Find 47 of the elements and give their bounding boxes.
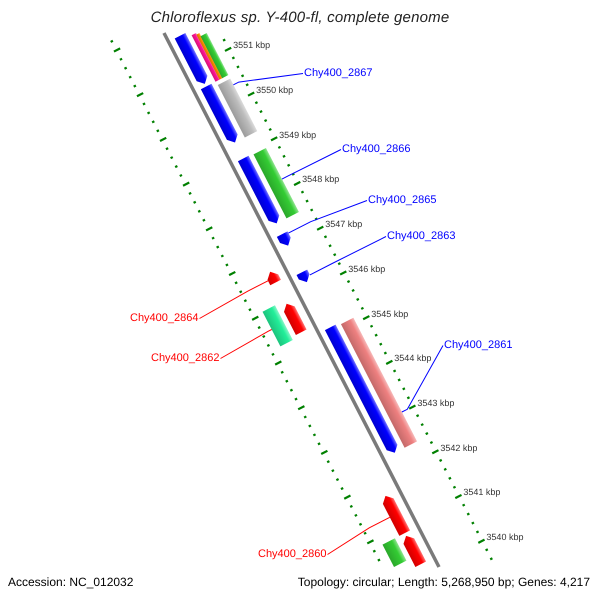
gene-feature: [218, 78, 258, 138]
scale-label: 3546 kbp: [348, 264, 386, 274]
cds-feature: [404, 536, 426, 567]
leader-line: [199, 280, 268, 319]
gene-feature: [254, 148, 299, 218]
leader-line: [327, 516, 390, 555]
cds-feature: [284, 304, 307, 335]
gene-label: Chy400_2864: [130, 312, 199, 325]
diagram-title: Chloroflexus sp. Y-400-fl, complete genome: [150, 9, 450, 27]
genome-stats-label: Topology: circular; Length: 5,268,950 bp; Genes: 4,217: [298, 575, 590, 589]
scale-label: 3548 kbp: [302, 175, 340, 184]
scale-label: 3541 kbp: [463, 488, 500, 498]
gene-label: Chy400_2865: [368, 194, 437, 207]
gene-label: Chy400_2862: [151, 352, 220, 365]
gene-label: Chy400_2866: [342, 143, 411, 156]
accession-label: Accession: NC_012032: [8, 575, 134, 589]
leader-line: [309, 236, 386, 276]
leader-line: [232, 73, 304, 86]
scale-label: 3549 kbp: [279, 130, 316, 140]
scale-label: 3543 kbp: [417, 399, 454, 408]
cds-feature: [276, 231, 291, 246]
scale-label: 3542 kbp: [440, 444, 478, 453]
cds-feature: [174, 33, 208, 84]
scale-label: 3551 kbp: [233, 41, 270, 50]
cds-feature: [200, 84, 238, 143]
leader-line: [282, 149, 342, 180]
leader-line: [220, 329, 272, 359]
leader-line: [288, 200, 368, 234]
gene-feature: [382, 538, 406, 567]
cds-feature: [238, 156, 280, 224]
gene-label: Chy400_2860: [258, 548, 327, 561]
gene-label: Chy400_2867: [304, 67, 373, 80]
scale-label: 3540 kbp: [486, 533, 524, 542]
gene-feature: [200, 33, 228, 78]
gene-feature: [262, 305, 293, 346]
gene-label: Chy400_2861: [444, 339, 513, 352]
gene-feature: [192, 33, 220, 82]
cds-feature: [382, 496, 410, 536]
scale-label: 3547 kbp: [325, 220, 362, 230]
gene-feature: [340, 318, 418, 448]
gene-label: Chy400_2863: [387, 230, 456, 243]
leader-line: [401, 345, 444, 412]
scale-label: 3545 kbp: [371, 310, 408, 319]
cds-feature: [296, 270, 310, 282]
scale-label: 3544 kbp: [394, 354, 432, 364]
scale-label: 3550 kbp: [256, 86, 294, 95]
cds-feature: [268, 272, 281, 286]
